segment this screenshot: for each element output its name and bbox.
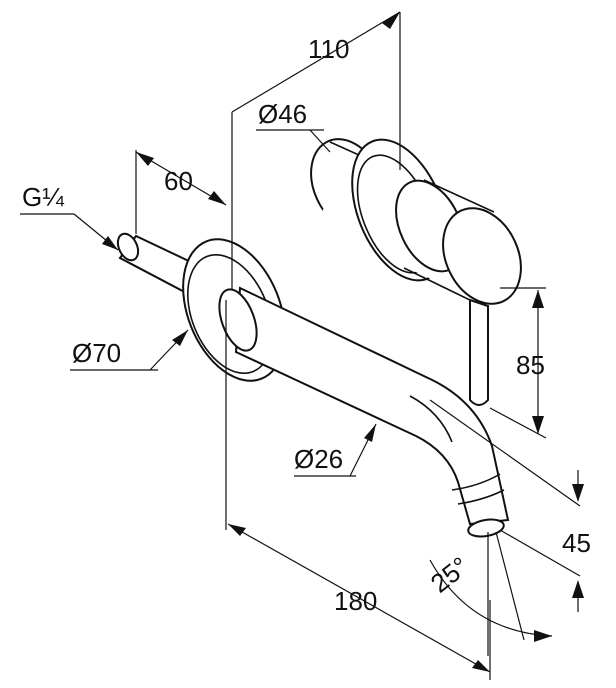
dim-60-arrow-left: [136, 152, 154, 166]
connection-stub-end: [116, 232, 140, 262]
dim-110-line: [231, 11, 401, 113]
dim-25deg-arrow: [534, 630, 552, 642]
dim-d70: Ø70: [70, 329, 189, 371]
spout-outlet: [467, 518, 505, 538]
dim-d26-arrow: [364, 424, 376, 442]
dim-25deg-label: 25°: [425, 551, 474, 599]
dim-thread-arrow: [102, 236, 118, 250]
dim-180-line: [227, 523, 491, 673]
dim-25deg-arc: [429, 559, 553, 637]
dim-45-ext-top: [429, 399, 581, 507]
spout-pipe: [234, 286, 510, 526]
dim-85-arrow-top: [532, 290, 544, 308]
dim-110: 110: [231, 11, 401, 290]
dim-45-ext-bottom: [499, 529, 581, 577]
dim-180: 180: [225, 300, 491, 680]
dim-60: 60: [135, 150, 227, 234]
dim-45-arrow-bottom: [572, 580, 584, 598]
dim-d26: Ø26: [294, 423, 377, 477]
dim-60-arrow-right: [208, 191, 226, 205]
mixer-body: [310, 138, 522, 406]
dim-25deg: 25°: [425, 531, 553, 656]
dim-60-label: 60: [164, 166, 193, 196]
dim-45-label: 45: [562, 528, 591, 558]
dim-thread-label: G¼: [22, 182, 64, 212]
dim-d46: Ø46: [256, 99, 331, 153]
dim-85-arrow-bottom: [532, 416, 544, 434]
dim-d70-arrow: [172, 330, 188, 346]
mixer-lever: [469, 298, 489, 406]
dim-25deg-angled: [495, 531, 525, 641]
dim-45-arrow-top: [572, 484, 584, 502]
dim-85: 85: [489, 287, 547, 439]
dim-110-label: 110: [308, 34, 349, 64]
dim-d46-label: Ø46: [258, 99, 307, 129]
dim-85-label: 85: [516, 350, 545, 380]
spout-band-2: [457, 489, 505, 505]
dim-45: 45: [429, 399, 591, 612]
mixer-handle-cap: [442, 207, 522, 305]
spout-band-1: [451, 473, 501, 491]
dim-d26-label: Ø26: [294, 444, 343, 474]
dim-85-ext-bottom: [489, 407, 547, 439]
spout-assembly: [116, 232, 510, 538]
mixer-handle-bottom-edge: [403, 267, 475, 303]
dim-180-arrow-right: [472, 660, 490, 672]
dim-180-arrow-left: [228, 524, 246, 536]
spout-curve-line: [409, 395, 453, 443]
mixer-handle-top-edge: [423, 179, 495, 213]
dim-180-label: 180: [334, 586, 377, 616]
dim-d70-label: Ø70: [72, 338, 121, 368]
dim-110-arrow: [382, 12, 400, 29]
dim-thread: G¼: [20, 182, 119, 251]
dim-d46-pointer: [309, 129, 331, 153]
spout-pipe-base: [218, 288, 258, 352]
